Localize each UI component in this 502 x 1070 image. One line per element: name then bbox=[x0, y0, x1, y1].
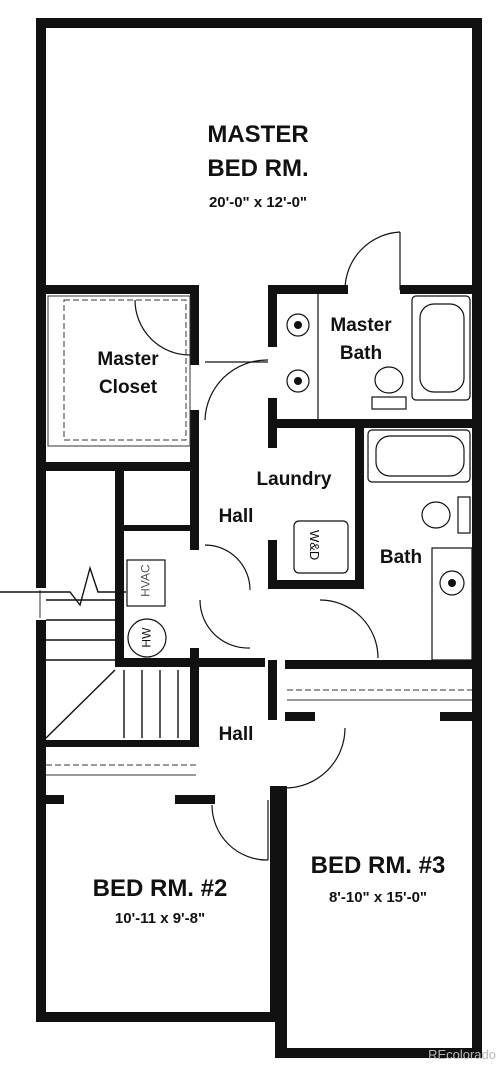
wall-bottom-right bbox=[275, 1048, 482, 1058]
wall-bath-bottom bbox=[285, 660, 482, 669]
wall-closet-bottom bbox=[36, 462, 198, 471]
door-master-entry bbox=[344, 231, 401, 291]
mbath-toilet bbox=[374, 366, 404, 394]
mbath-tub bbox=[411, 295, 471, 401]
wall-master-bottom-right bbox=[270, 285, 348, 294]
wall-closet-right bbox=[190, 285, 199, 365]
wall-bed3-top-right bbox=[440, 712, 482, 721]
door-closet bbox=[134, 299, 191, 356]
wall-laundry-bottom bbox=[268, 580, 364, 589]
wall-stair-top bbox=[115, 470, 124, 525]
bath-toilet-tank bbox=[457, 496, 471, 534]
wall-hall-right-stub bbox=[270, 786, 287, 795]
mbath-sink-2-drain bbox=[294, 377, 302, 385]
mbath-sink-1-drain bbox=[294, 321, 302, 329]
master-bed-size: 20'-0" x 12'-0" bbox=[208, 194, 308, 211]
bath-sink bbox=[439, 570, 465, 596]
bed2-name: BED RM. #2 bbox=[92, 875, 228, 902]
closet-shelf-outline bbox=[63, 299, 187, 441]
bed3-size: 8'-10" x 15'-0" bbox=[328, 889, 428, 906]
hall-lower-name: Hall bbox=[218, 724, 254, 745]
wall-mbath-left bbox=[268, 285, 277, 347]
wall-closet-right-lower bbox=[190, 410, 199, 480]
wall-bed3-left bbox=[278, 786, 287, 1056]
wall-master-bottom-left bbox=[36, 285, 198, 294]
wall-laundry-right bbox=[355, 419, 364, 589]
wall-top bbox=[36, 18, 482, 28]
door-mbath bbox=[204, 359, 269, 421]
bed3-name: BED RM. #3 bbox=[310, 852, 446, 879]
stair-cut-line bbox=[0, 565, 126, 607]
mbath-toilet-tank bbox=[371, 396, 407, 410]
mbath-tub-inner bbox=[419, 303, 465, 393]
bed2-size: 10'-11 x 9'-8" bbox=[114, 910, 206, 927]
wall-bed2-top-left bbox=[36, 795, 64, 804]
bath-tub bbox=[367, 429, 471, 483]
wall-hall-stair-bottom bbox=[36, 740, 199, 747]
wall-stair-lower-right bbox=[190, 665, 199, 745]
door-hvac bbox=[204, 544, 251, 591]
wall-core-right bbox=[190, 480, 199, 550]
bath-name: Bath bbox=[379, 547, 423, 568]
wall-bed2-right bbox=[196, 795, 205, 803]
wall-bottom-left bbox=[36, 1012, 280, 1022]
master-closet-name-2: Closet bbox=[98, 377, 158, 398]
bath-sink-drain bbox=[448, 579, 456, 587]
hvac-label: HVAC bbox=[138, 564, 153, 597]
wall-bed2-top-right bbox=[175, 795, 205, 804]
laundry-name: Laundry bbox=[256, 469, 332, 490]
mbath-sink-1 bbox=[286, 313, 310, 337]
door-laundry bbox=[319, 599, 379, 659]
master-bed-name-2: BED RM. bbox=[207, 155, 309, 182]
bath-tub-inner bbox=[375, 435, 465, 477]
wall-bed3-top-left bbox=[285, 712, 315, 721]
wall-hall-left-stub bbox=[205, 795, 215, 804]
water-heater bbox=[127, 618, 167, 658]
door-bed2 bbox=[211, 804, 269, 861]
watermark: REcolorado bbox=[428, 1047, 496, 1062]
water-heater-label: HW bbox=[139, 627, 154, 648]
closet-shelf-inner bbox=[47, 295, 191, 447]
master-bed-name-1: MASTER bbox=[207, 121, 309, 148]
washer-dryer-label: W&D bbox=[307, 529, 323, 561]
wall-master-bottom-far bbox=[400, 285, 482, 294]
master-closet-name-1: Master bbox=[97, 349, 159, 370]
wall-bath-left bbox=[268, 660, 277, 720]
bath-toilet bbox=[421, 501, 451, 529]
wall-left-lower bbox=[36, 620, 46, 1020]
wall-laundry-left bbox=[268, 540, 277, 589]
wall-core-top bbox=[124, 525, 199, 531]
wall-left-upper bbox=[36, 18, 46, 588]
wall-bed2-right-lower bbox=[270, 795, 279, 1022]
door-linen bbox=[199, 599, 251, 649]
wall-mbath-bottom bbox=[268, 419, 482, 428]
stair-winder bbox=[45, 669, 116, 739]
mbath-sink-2 bbox=[286, 369, 310, 393]
master-bath-name-1: Master bbox=[330, 315, 392, 336]
wall-core-right-lower bbox=[190, 648, 199, 666]
washer-dryer bbox=[293, 520, 349, 574]
master-bath-name-2: Bath bbox=[339, 343, 383, 364]
bath-vanity bbox=[431, 547, 473, 661]
hall-upper-name: Hall bbox=[218, 506, 254, 527]
wall-right bbox=[472, 18, 482, 1058]
hvac-unit bbox=[126, 559, 166, 607]
wall-stair-left bbox=[115, 525, 124, 665]
door-bath bbox=[284, 727, 346, 789]
